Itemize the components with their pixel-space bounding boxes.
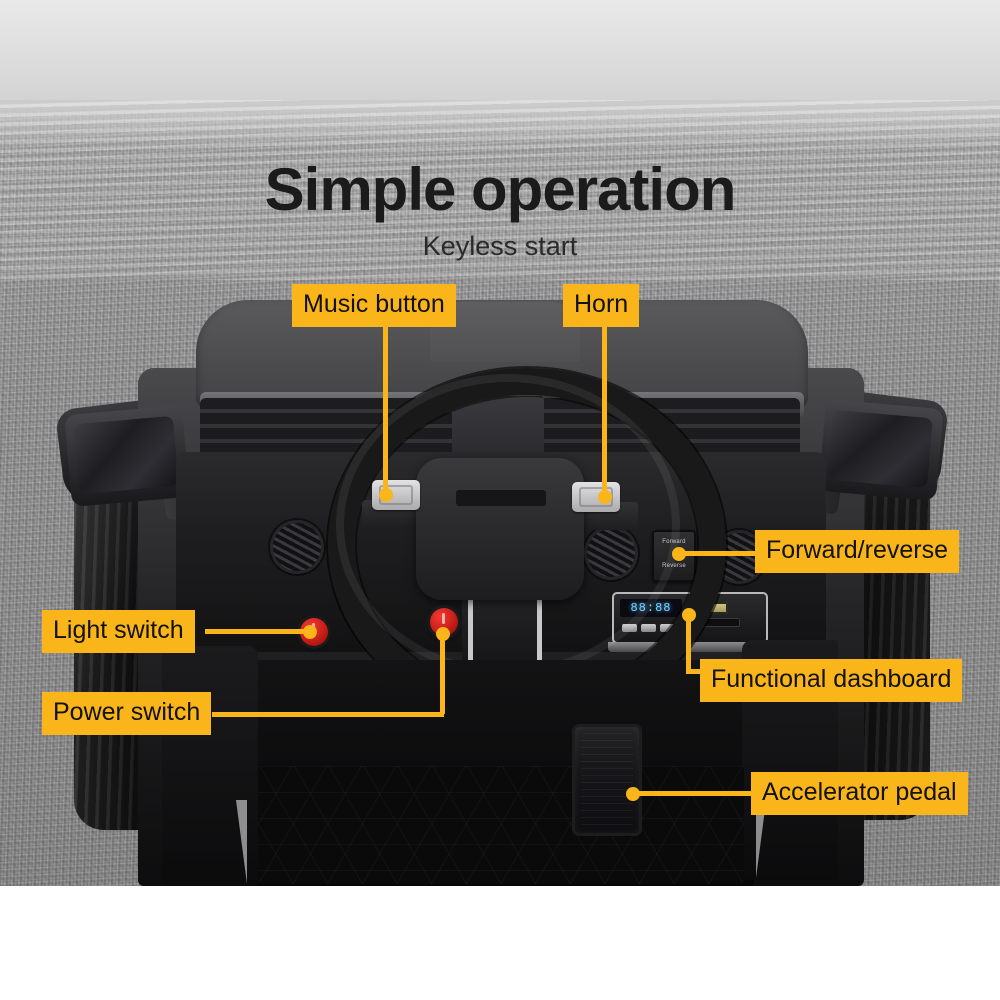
- page-subtitle: Keyless start: [422, 231, 578, 261]
- media-card-slot[interactable]: [694, 618, 740, 627]
- background-top-haze: [0, 0, 1000, 150]
- leader-dot-forward-reverse: [672, 547, 686, 561]
- bottom-white-margin: [0, 886, 1000, 1000]
- right-mirror-glass: [827, 409, 933, 489]
- callout-power-switch: Power switch: [42, 692, 212, 735]
- accelerator-pedal-control[interactable]: [572, 724, 642, 836]
- leader-dot-power-switch: [436, 627, 450, 641]
- leader-line-power-switch-h: [212, 712, 444, 717]
- leader-line-accelerator-pedal: [632, 791, 754, 796]
- callout-functional-dashboard: Functional dashboard: [700, 659, 963, 702]
- leader-dot-accelerator-pedal: [626, 787, 640, 801]
- background-streaks: [0, 100, 1000, 280]
- left-door-accent: [236, 800, 247, 884]
- steering-wheel-hub: [416, 458, 584, 600]
- horn-button-control[interactable]: [572, 482, 620, 512]
- leader-line-music-button: [383, 318, 388, 496]
- horn-button-inner: [579, 487, 613, 507]
- pedal-tread: [581, 733, 633, 827]
- leader-line-forward-reverse: [676, 551, 758, 556]
- steering-wheel-emblem: [456, 490, 546, 506]
- ride-on-car-photo: Forward Reverse 88:88: [54, 300, 950, 886]
- leader-line-functional-dashboard-v: [686, 614, 691, 674]
- left-mirror-glass: [73, 415, 179, 495]
- callout-forward-reverse: Forward/reverse: [755, 530, 959, 573]
- leader-dot-horn: [598, 490, 612, 504]
- leader-dot-functional-dashboard: [682, 608, 696, 622]
- right-door-accent: [756, 794, 767, 878]
- leader-line-functional-dashboard-h: [686, 669, 706, 674]
- callout-light-switch: Light switch: [42, 610, 195, 653]
- leader-dot-music-button: [379, 488, 393, 502]
- footwell-floor-mat: [258, 766, 744, 884]
- callout-accelerator-pedal: Accelerator pedal: [751, 772, 968, 815]
- leader-dot-light-switch: [303, 625, 317, 639]
- left-air-vent: [270, 520, 324, 574]
- leader-line-light-switch: [205, 629, 311, 634]
- callout-music-button: Music button: [292, 284, 456, 327]
- leader-line-power-switch-v: [440, 632, 445, 714]
- callout-horn: Horn: [563, 284, 640, 327]
- leader-line-horn: [602, 318, 607, 498]
- page-title: Simple operation: [264, 156, 737, 223]
